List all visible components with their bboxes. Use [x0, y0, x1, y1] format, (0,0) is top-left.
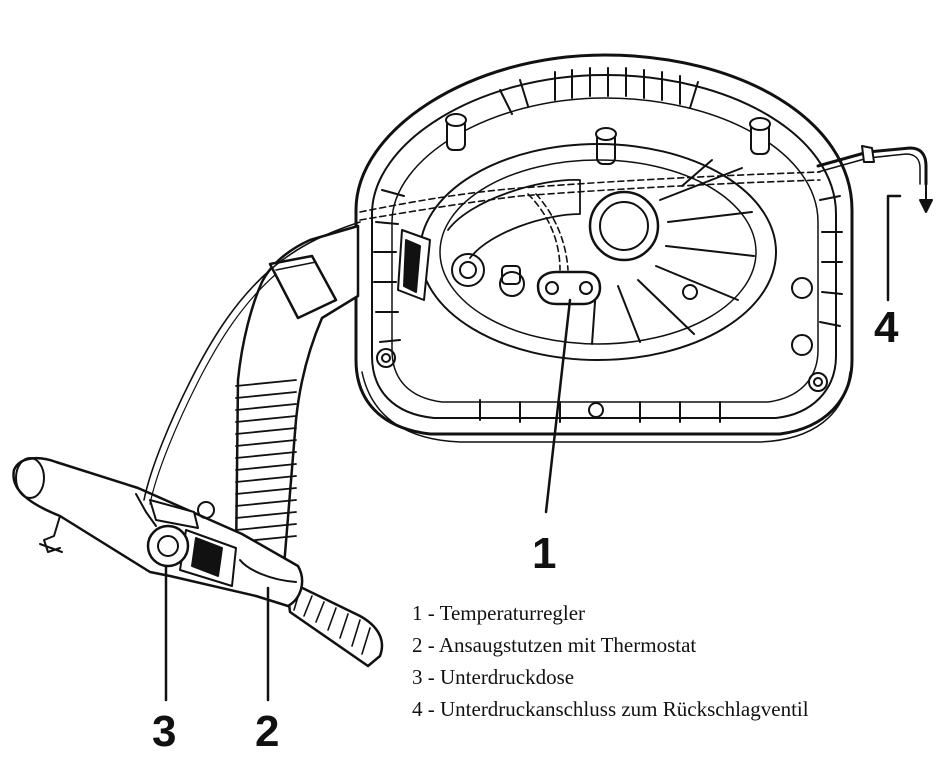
vacuum-line [816, 145, 933, 213]
callout-4: 4 [874, 303, 899, 352]
legend: 1 - Temperaturregler 2 - Ansaugstutzen m… [412, 597, 809, 725]
thermostat-housing [12, 221, 361, 608]
leader-lines [164, 194, 902, 702]
legend-item-1: 1 - Temperaturregler [412, 601, 586, 625]
callout-1: 1 [532, 529, 557, 578]
callout-2: 2 [255, 707, 280, 756]
legend-item-3: 3 - Unterdruckdose [412, 665, 575, 689]
intake-hose [234, 224, 384, 668]
leader-line-1 [544, 298, 572, 514]
leader-line-4 [886, 194, 902, 302]
callout-3: 3 [152, 707, 177, 756]
air-filter-housing [354, 53, 854, 443]
legend-item-4: 4 - Unterdruckanschluss zum Rückschlagve… [412, 697, 809, 721]
legend-item-2: 2 - Ansaugstutzen mit Thermostat [412, 633, 697, 657]
